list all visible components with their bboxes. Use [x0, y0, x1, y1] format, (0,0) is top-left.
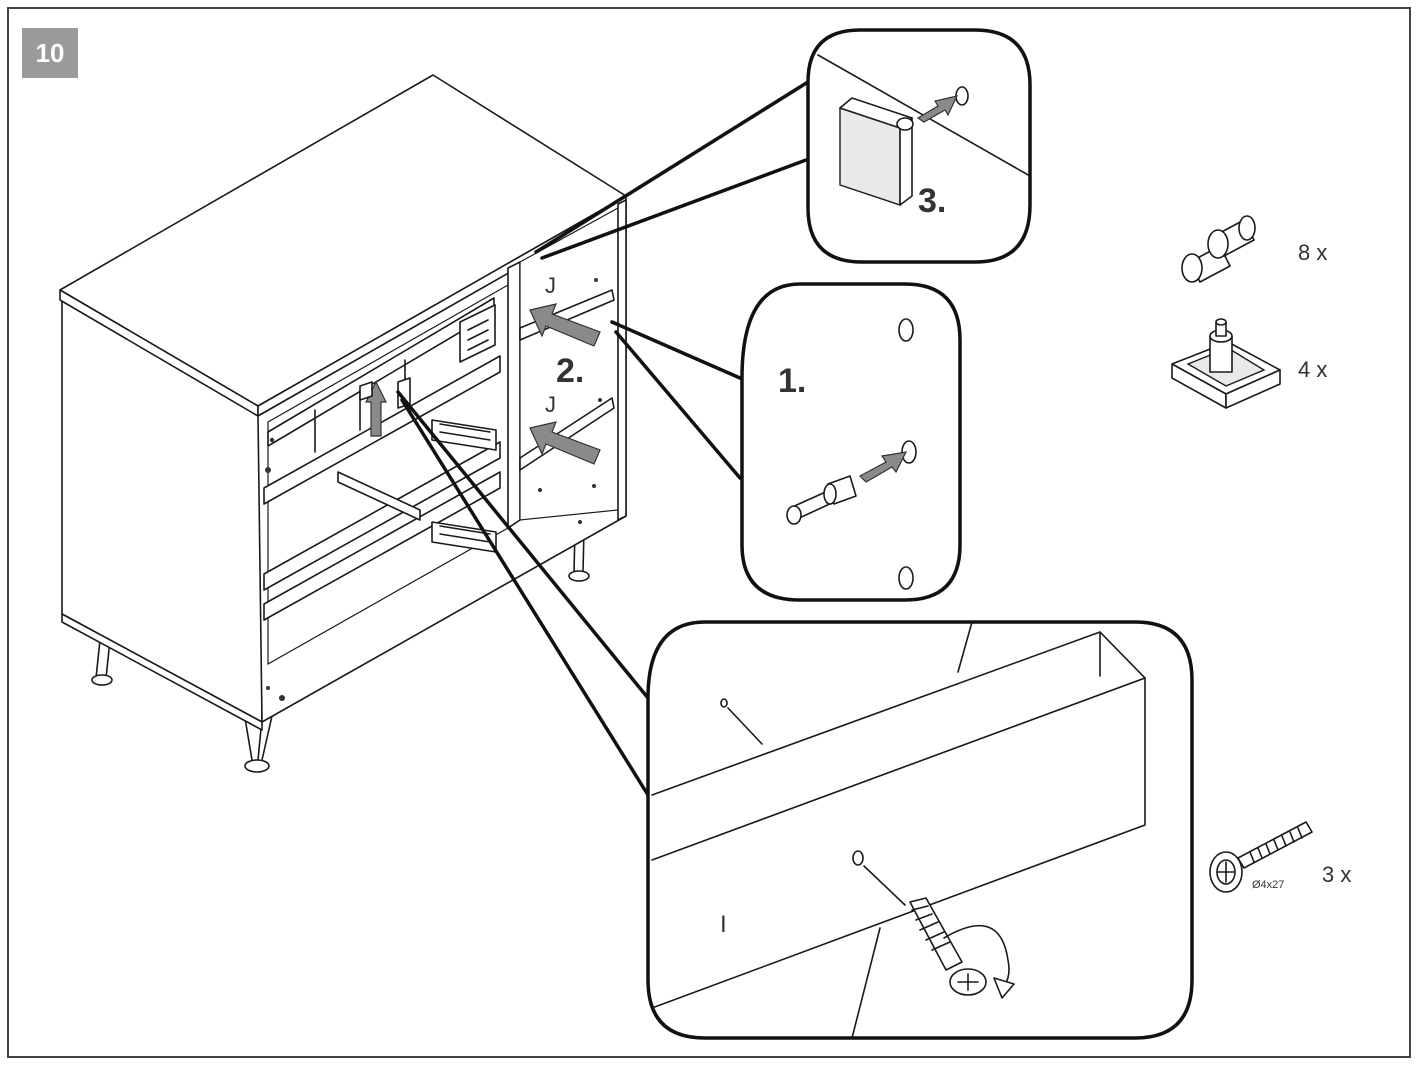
cabinet-leg-right-rear: [568, 529, 590, 582]
shelf-lower: [519, 397, 615, 471]
drawer-slide-upper: [459, 304, 496, 363]
cabinet: [59, 74, 627, 773]
part-shelf-support: 4 x: [1171, 318, 1327, 409]
label-step-3: 3.: [918, 182, 946, 220]
step-badge: 10: [22, 28, 78, 78]
part-screw: Ø4x27 3 x: [1209, 821, 1351, 893]
screw-icon: [1209, 821, 1313, 893]
page-border: [7, 7, 1411, 1058]
part-shelf-pin: 8 x: [1181, 215, 1327, 283]
step-number: 10: [36, 38, 65, 68]
part-screw-qty: 3 x: [1322, 862, 1351, 887]
label-step-2: 2.: [556, 352, 584, 390]
label-step-1: 1.: [778, 362, 806, 400]
label-shelf-lower: J: [545, 392, 556, 417]
pin-in-callout: [786, 475, 857, 525]
callout-right: [610, 282, 962, 602]
arrow-shelf-lower: [529, 421, 601, 465]
part-shelf-support-qty: 4 x: [1298, 357, 1327, 382]
label-shelf-upper: J: [545, 273, 556, 298]
callout-bottom: [396, 390, 1194, 1040]
cabinet-divider: [507, 261, 521, 529]
part-screw-size: Ø4x27: [1252, 879, 1284, 891]
arrow-shelf-upper: [529, 303, 601, 347]
label-panel-i: I: [720, 911, 727, 938]
part-shelf-pin-qty: 8 x: [1298, 240, 1327, 265]
callout-top: [534, 28, 1032, 264]
shelf-support-icon: [1171, 318, 1281, 409]
screw-in-callout: [909, 897, 1015, 999]
shelf-pin-icon: [1181, 215, 1256, 283]
